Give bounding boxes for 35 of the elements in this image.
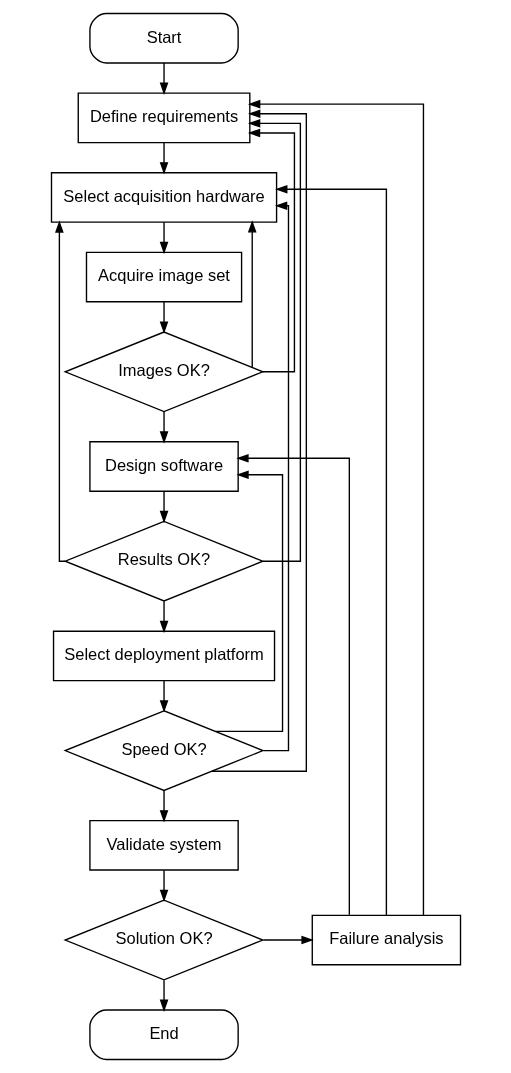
arrow (274, 184, 387, 916)
arrow (159, 680, 168, 713)
arrow (247, 220, 257, 369)
arrow (214, 470, 283, 733)
node-box: Design software (88, 441, 239, 492)
node-diamond: Results OK? (62, 520, 265, 602)
arrow (159, 790, 168, 823)
node-box: Define requirements (77, 92, 250, 144)
node-box: Validate system (88, 819, 239, 871)
arrow (159, 62, 168, 95)
arrow (210, 109, 307, 772)
node-box: Select acquisition hardware (50, 172, 277, 223)
arrow (159, 411, 168, 444)
arrow (247, 99, 424, 916)
node-diamond: Images OK? (62, 331, 265, 413)
arrow (247, 128, 295, 373)
node-diamond: Speed OK? (62, 710, 265, 792)
arrow (262, 935, 314, 945)
arrow (159, 221, 168, 255)
arrow (159, 490, 168, 524)
arrow (159, 600, 168, 634)
node-box: Failure analysis (311, 914, 461, 966)
node-box: Start (88, 12, 239, 64)
node-box: End (88, 1009, 239, 1061)
arrow (54, 220, 66, 562)
arrow (235, 453, 350, 916)
node-box: Acquire image set (85, 251, 242, 303)
arrow (159, 869, 168, 902)
arrow (159, 141, 168, 175)
node-diamond: Solution OK? (62, 899, 265, 981)
node-box: Select deployment platform (52, 630, 275, 682)
arrow (159, 301, 168, 334)
arrow (159, 979, 168, 1012)
arrow (262, 201, 289, 752)
arrow (247, 119, 301, 562)
